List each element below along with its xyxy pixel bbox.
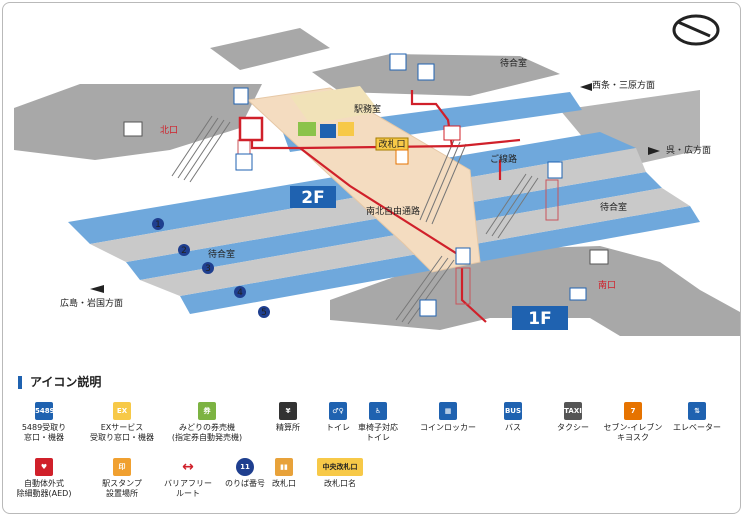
- waiting-room-mid-label: 待合室: [208, 248, 235, 260]
- fare-adjustment-icon: ¥: [279, 402, 297, 420]
- waiting-room-right-label: 待合室: [600, 201, 627, 213]
- track-number: 5: [261, 308, 267, 318]
- floor-1f-label: 1F: [528, 309, 551, 329]
- taxi-icon: [123, 121, 143, 137]
- taxi-icon: TAXI: [564, 402, 582, 420]
- legend-item: 5489 5489受取り 窓口・機器: [4, 402, 84, 443]
- station-office-block: [290, 86, 380, 124]
- ex-service-icon: [338, 122, 354, 136]
- floor-2f-label: 2F: [301, 188, 324, 208]
- legend-item-label: コインロッカー: [420, 423, 476, 432]
- fare-adjustment-icon: [238, 116, 264, 142]
- seven-eleven-icon: 7: [624, 402, 642, 420]
- station-office-label: 駅務室: [354, 103, 381, 115]
- elevator-icon: [455, 247, 471, 265]
- legend-item-label: エレベーター: [673, 423, 721, 432]
- coin-locker-icon: ▦: [439, 402, 457, 420]
- legend-item-label: 自動体外式 除細動器(AED): [16, 479, 72, 498]
- bus-icon: [569, 287, 587, 301]
- platform-number-icon: 11: [236, 458, 254, 476]
- compass-icon: [672, 14, 720, 46]
- legend-item-label: みどりの券売機 (指定券自動発売機): [171, 423, 243, 442]
- stairs: [171, 115, 539, 325]
- direction-hiroshima-label: 広島・岩国方面: [60, 297, 123, 309]
- legend-item-label: 精算所: [276, 423, 300, 432]
- direction-arrows: [90, 83, 660, 293]
- legend-item: EX EXサービス 受取り窓口・機器: [82, 402, 162, 443]
- ticket-gate-label: 改札口: [378, 138, 405, 150]
- concourse-label: 南北自由通路: [366, 205, 420, 217]
- track-number: 1: [155, 220, 161, 230]
- north-exit-label: 北口: [160, 125, 178, 136]
- toilet-icon: [419, 299, 437, 317]
- ticket-gate-icon: ▮▮: [275, 458, 293, 476]
- midori-ticket-machine-icon: [298, 122, 316, 136]
- station-stamp-icon: 印: [113, 458, 131, 476]
- barrier-free-route-icon: ↔: [182, 459, 194, 475]
- bus-icon: BUS: [504, 402, 522, 420]
- map-icons: [123, 53, 609, 317]
- legend-item: ¥ 精算所: [248, 402, 328, 433]
- toilet-icon: ♂♀: [329, 402, 347, 420]
- taxi-icon: [589, 249, 609, 265]
- legend-item-label: 改札口: [272, 479, 296, 488]
- ticket-5489-icon: [320, 124, 336, 138]
- legend-item-label: 車椅子対応 トイレ: [358, 423, 398, 442]
- legend-item: 11 のりば番号: [205, 458, 285, 489]
- elevator-icon: [547, 161, 563, 179]
- aed-icon: ♥: [35, 458, 53, 476]
- track-number: 2: [181, 246, 187, 256]
- ground-north-strip: [210, 28, 330, 70]
- station-map: 2F 1F 改札口 北口 南口 駅務室 南北自由通路 待合室 待合室 待合室 西…: [14, 14, 740, 336]
- floor-1f-box: [512, 306, 568, 330]
- legend-item: 中央改札口改札口名: [300, 458, 380, 489]
- track-number: 4: [237, 288, 243, 298]
- elevator-icon: [233, 87, 249, 105]
- legend-item: ↔ バリアフリー ルート: [148, 458, 228, 499]
- legend-item: ▦ コインロッカー: [408, 402, 488, 433]
- legend-item-label: タクシー: [557, 423, 589, 432]
- concourse-side-label: ご線路: [490, 153, 517, 165]
- legend-item-label: EXサービス 受取り窓口・機器: [90, 423, 154, 442]
- midori-ticket-machine-icon: 券: [198, 402, 216, 420]
- south-exit-label: 南口: [598, 279, 616, 291]
- legend-title: アイコン説明: [18, 376, 101, 389]
- ticket-5489-icon: 5489: [35, 402, 53, 420]
- legend-item-label: 駅スタンプ 設置場所: [102, 479, 142, 498]
- legend-item-label: のりば番号: [225, 479, 265, 488]
- toilet-icon: [235, 153, 253, 171]
- wheelchair-toilet-icon: [389, 53, 407, 71]
- ticket-gate-marker: [375, 137, 409, 151]
- legend-item: ▮▮ 改札口: [244, 458, 324, 489]
- coin-locker-icon: [417, 63, 435, 81]
- legend-item: BUS バス: [473, 402, 553, 433]
- floor-2f-box: [290, 186, 336, 208]
- legend-item-label: トイレ: [326, 423, 350, 432]
- legend-item: 印駅スタンプ 設置場所: [82, 458, 162, 499]
- wheelchair-toilet-icon: ♿: [369, 402, 387, 420]
- legend-item: ♿ 車椅子対応 トイレ: [338, 402, 418, 443]
- legend-item-label: バス: [505, 423, 521, 432]
- legend-item: TAXI タクシー: [533, 402, 613, 433]
- direction-kure-label: 呉・広方面: [666, 144, 711, 156]
- ex-service-icon: EX: [113, 402, 131, 420]
- legend-item-label: セブン-イレブン キヨスク: [603, 423, 663, 442]
- legend-item: 7 セブン-イレブン キヨスク: [593, 402, 673, 443]
- ground-top-right: [312, 54, 560, 96]
- gate-name-icon: 中央改札口: [317, 458, 363, 476]
- legend-item: ♂♀ トイレ: [298, 402, 378, 433]
- aed-icon: [443, 125, 461, 141]
- track-number: 3: [205, 264, 211, 274]
- direction-saijo-label: 西条・三原方面: [592, 79, 655, 91]
- legend-item-label: 5489受取り 窓口・機器: [21, 423, 67, 442]
- legend-item: ♥ 自動体外式 除細動器(AED): [4, 458, 84, 499]
- legend-item-label: 改札口名: [324, 479, 356, 488]
- legend-item-label: バリアフリー ルート: [164, 479, 212, 498]
- legend-item: 券みどりの券売機 (指定券自動発売機): [167, 402, 247, 443]
- seven-eleven-icon: [395, 149, 409, 165]
- legend-item: ⇅ エレベーター: [657, 402, 737, 433]
- track-numbers: 1 2 3 4 5: [152, 218, 270, 318]
- elevator-icon: ⇅: [688, 402, 706, 420]
- waiting-room-top-label: 待合室: [500, 57, 527, 69]
